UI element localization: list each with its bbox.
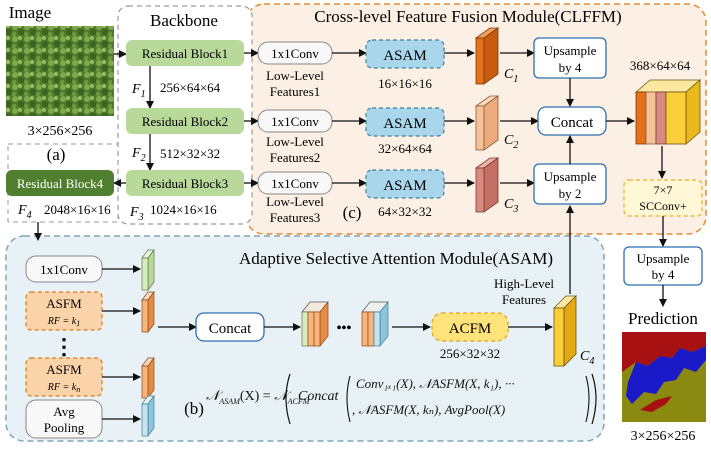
upsample-by-2-a: Upsample: [544, 169, 597, 184]
prediction-title: Prediction: [628, 309, 698, 328]
avg-pooling-a: Avg: [53, 404, 75, 419]
low-level-1-a: Low-Level: [266, 68, 324, 83]
branch-feature-asfm1: [141, 290, 155, 334]
asam-row1: [365, 39, 445, 69]
residual-block-2: [126, 108, 244, 134]
formula-inner-paren-right: [585, 375, 590, 423]
prediction-dims: 3×256×256: [631, 429, 696, 444]
residual-block-3-label: Residual Block3: [142, 176, 228, 191]
residual-block-4: [6, 170, 114, 196]
concat-b-stack-right: [361, 301, 389, 347]
asam-row3-dims: 64×32×32: [378, 204, 432, 219]
asam-row2: [365, 107, 445, 137]
c2-label: C2: [504, 133, 518, 151]
concat-label: Concat: [551, 115, 594, 131]
low-level-2-a: Low-Level: [266, 134, 324, 149]
f3-dims: 1024×16×16: [150, 202, 217, 217]
formula-inner-paren-left: [346, 375, 351, 423]
high-level-b: Features: [502, 292, 546, 307]
panel-b-label: (b): [184, 399, 204, 418]
formula-big-paren-left: [285, 373, 291, 425]
avg-pooling-b: Pooling: [44, 420, 85, 435]
upsample-by-2-b: by 2: [559, 186, 582, 201]
asfm-n-label: ASFM: [46, 362, 82, 377]
concat-feature-stack: [634, 79, 702, 145]
asam-row2-label: ASAM: [383, 116, 426, 132]
concat-b-label: Concat: [209, 321, 252, 337]
branch-feature-conv: [141, 248, 155, 292]
concat-dims: 368×64×64: [630, 58, 691, 73]
acfm-label: ACFM: [449, 321, 492, 337]
branch-feature-asfmn: [141, 356, 155, 400]
input-image: [6, 26, 114, 116]
asfm-n-rf: RF = kn: [47, 382, 80, 394]
f4-label: F4: [17, 203, 32, 221]
asfm-1-rf: RF = k1: [47, 316, 80, 328]
f4-dims: 2048×16×16: [44, 202, 111, 217]
scconv-b: SCConv+: [639, 199, 687, 213]
upsample-by-4-right-a: Upsample: [637, 251, 690, 266]
f2-label: F2: [131, 146, 146, 164]
concat-b-stack-left: [301, 301, 329, 347]
panel-a-outline: [7, 143, 119, 223]
f2-dims: 512×32×32: [160, 146, 220, 161]
formula-concat: Concat: [298, 389, 339, 404]
c1-label: C1: [504, 67, 518, 85]
upsample-by-4-right-b: by 4: [652, 267, 675, 282]
f3-label: F3: [129, 205, 144, 223]
image-title: Image: [9, 3, 51, 22]
asam-row3-label: ASAM: [383, 178, 426, 194]
asam-row1-dims: 16×16×16: [378, 76, 432, 91]
formula-big-paren-right: [591, 373, 597, 425]
residual-block-1: [126, 40, 244, 66]
low-level-1-b: Features1: [270, 84, 321, 99]
panel-a-label: (a): [47, 145, 66, 164]
panel-c-label: (c): [343, 203, 362, 222]
c4-label: C4: [580, 349, 594, 367]
asfm-1-label: ASFM: [46, 296, 82, 311]
asam-row3: [365, 169, 445, 199]
residual-block-2-label: Residual Block2: [142, 114, 228, 129]
scconv-a: 7×7: [654, 183, 673, 197]
low-level-3-a: Low-Level: [266, 194, 324, 209]
feature-c4: [553, 295, 577, 367]
asam-row1-label: ASAM: [383, 48, 426, 64]
f1-label: F1: [131, 82, 146, 100]
asam-conv-label: 1x1Conv: [40, 262, 88, 277]
conv-1x1-row3-label: 1x1Conv: [271, 176, 319, 191]
conv-1x1-row1-label: 1x1Conv: [271, 46, 319, 61]
acfm-box: [431, 312, 509, 342]
high-level-a: High-Level: [494, 276, 554, 291]
formula-lhs: 𝒩ASAM(X) = 𝒩ACFM: [206, 389, 310, 406]
asfm-vdots: ⋮: [53, 334, 75, 359]
low-level-3-b: Features3: [270, 210, 321, 225]
backbone-title: Backbone: [150, 11, 218, 30]
residual-block-1-label: Residual Block1: [142, 46, 228, 61]
residual-block-3: [126, 170, 244, 196]
asam-module-title: Adaptive Selective Attention Module(ASAM…: [239, 249, 553, 268]
formula-line2: , 𝒩ASFM(X, kₙ), AvgPool(X): [352, 402, 506, 417]
conv-1x1-row2-label: 1x1Conv: [271, 114, 319, 129]
feature-c3: [474, 157, 500, 213]
upsample-by-4-top-a: Upsample: [544, 43, 597, 58]
upsample-by-4-top-b: by 4: [559, 60, 582, 75]
prediction-map: [622, 332, 706, 422]
asam-row2-dims: 32×64×64: [378, 141, 432, 156]
residual-block-4-label: Residual Block4: [17, 176, 104, 191]
branch-feature-avgpool: [141, 394, 155, 438]
clffm-title: Cross-level Feature Fusion Module(CLFFM): [314, 7, 621, 26]
f1-dims: 256×64×64: [160, 80, 221, 95]
stack-dots: •••: [337, 321, 352, 336]
c3-label: C3: [504, 197, 518, 215]
low-level-2-b: Features2: [270, 150, 321, 165]
feature-c1: [474, 27, 500, 85]
acfm-dims: 256×32×32: [440, 346, 500, 361]
feature-c2: [474, 95, 500, 151]
formula-line1: Conv₁ₓ₁(X), 𝒩ASFM(X, k₁), ···: [356, 376, 515, 391]
image-dims: 3×256×256: [28, 124, 93, 139]
